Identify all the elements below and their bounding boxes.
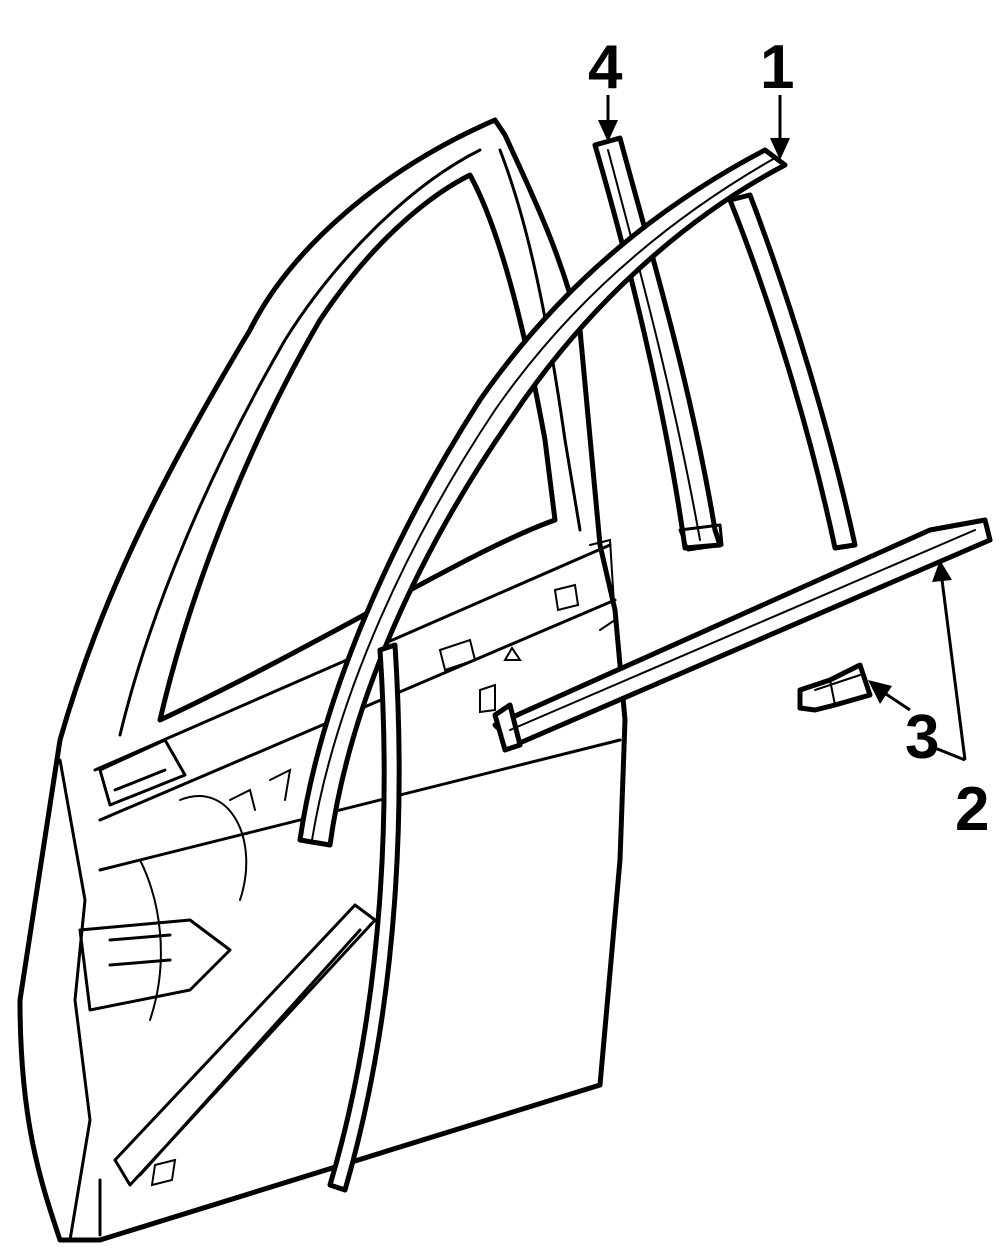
arrowhead-3	[868, 680, 892, 704]
arrowhead-1	[770, 138, 790, 160]
door-frame-inner	[118, 148, 582, 737]
part-1-outline	[297, 147, 788, 848]
arrowhead-2a	[932, 560, 952, 582]
door-panel-edge	[98, 738, 622, 1237]
callout-3: 3	[905, 703, 939, 772]
part-1-drop	[327, 642, 402, 1193]
window-opening	[157, 172, 558, 723]
part-2-inner-line	[509, 529, 976, 731]
mirror-mount	[98, 738, 187, 807]
door-frame-outer	[17, 117, 628, 1243]
arrowhead-4	[598, 120, 618, 142]
part-3-outline	[797, 662, 873, 713]
part-4-foot	[678, 523, 724, 552]
part-2-belt-weatherstrip	[492, 517, 993, 753]
leader-2a	[940, 579, 967, 761]
part-1-frame-molding	[297, 147, 858, 1193]
panel-details	[139, 538, 617, 1187]
callout-2: 2	[955, 775, 989, 844]
part-3-detail	[814, 674, 861, 706]
callout-1: 1	[760, 33, 794, 102]
part-4-inner-line	[607, 149, 701, 541]
hinge-pillar	[58, 758, 232, 1242]
part-1-vertical-leg	[727, 192, 858, 551]
leaders	[598, 95, 967, 762]
part-2-end-cap	[492, 702, 523, 753]
regulator-track	[113, 903, 377, 1187]
callout-4: 4	[588, 33, 623, 102]
door-shell	[17, 117, 628, 1243]
part-3-clip	[797, 662, 873, 713]
part-1-inner-line	[311, 157, 776, 841]
leader-2b	[934, 746, 966, 762]
